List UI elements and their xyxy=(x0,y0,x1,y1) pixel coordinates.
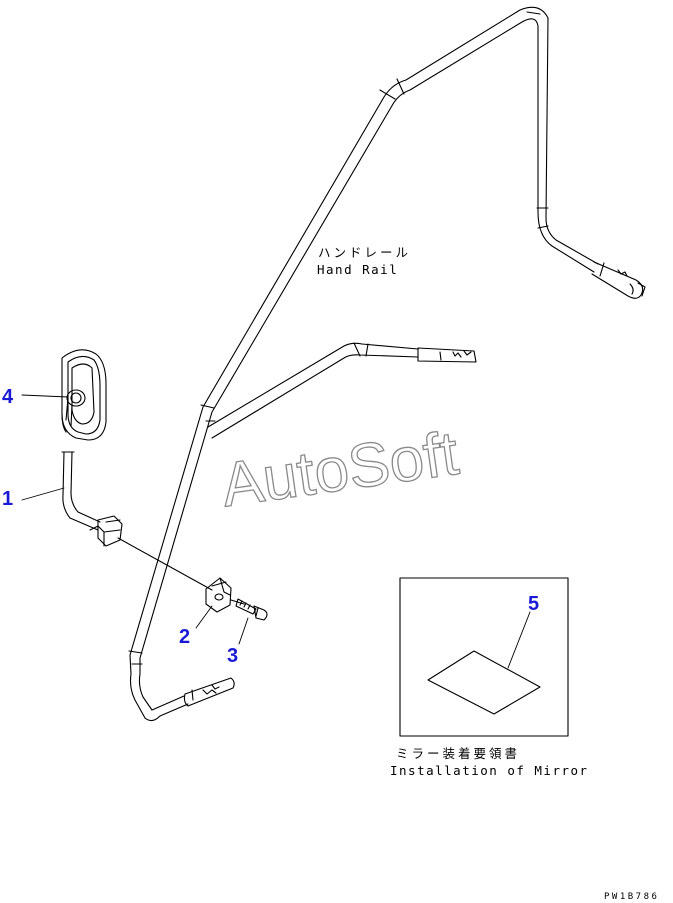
install-label-en: Installation of Mirror xyxy=(390,763,589,778)
rail-lower-end xyxy=(144,677,235,722)
drawing-code: PW1B786 xyxy=(604,892,659,902)
callout-3: 3 xyxy=(227,645,238,667)
handrail-label-en: Hand Rail xyxy=(317,262,398,277)
mirror-assembly xyxy=(61,349,107,441)
install-label-jp: ミラー装着要領書 xyxy=(396,746,520,761)
handrail-label-jp: ハンドレール xyxy=(318,245,411,260)
bolt xyxy=(230,598,268,621)
callout-2: 2 xyxy=(179,626,190,648)
mirror-stay xyxy=(61,451,213,591)
callout-5: 5 xyxy=(528,593,539,615)
hand-rail xyxy=(128,6,646,719)
watermark: AutoSoft xyxy=(217,419,462,520)
leader-lines xyxy=(21,394,531,669)
callout-4: 4 xyxy=(2,386,14,408)
rail-branch xyxy=(207,342,477,439)
clamp xyxy=(205,577,232,613)
installation-manual-box xyxy=(399,577,569,737)
callout-1: 1 xyxy=(2,488,13,510)
